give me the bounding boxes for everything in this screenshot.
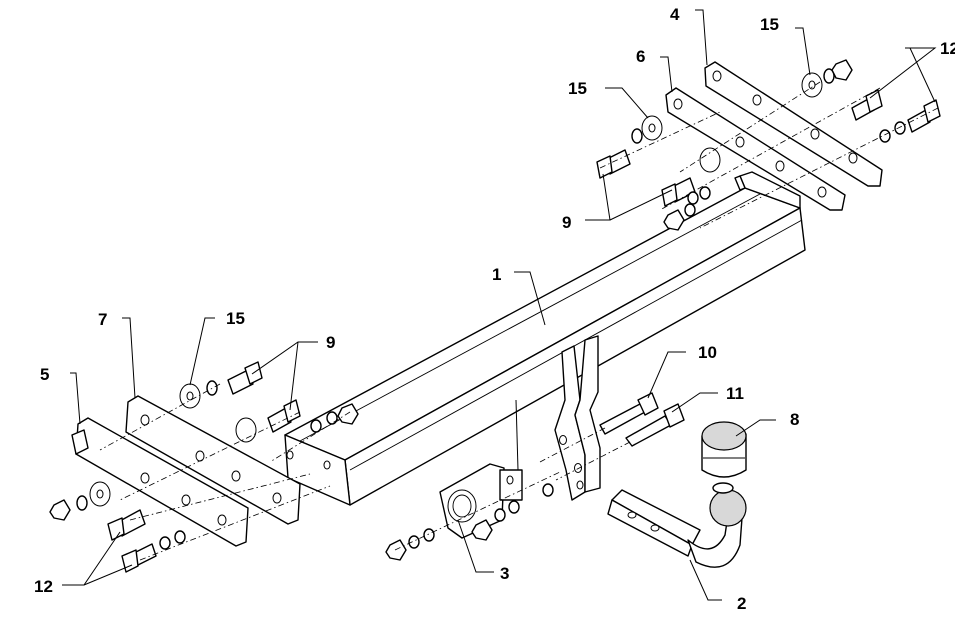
callout-9-left: 9 <box>326 333 335 352</box>
ball-neck <box>607 482 747 568</box>
leader-lines <box>62 9 937 601</box>
callout-12-left: 12 <box>34 577 53 596</box>
bolt-9-right-upper <box>596 149 631 179</box>
callout-8: 8 <box>790 410 799 429</box>
callout-15-mid: 15 <box>568 79 587 98</box>
plate-4 <box>704 61 883 187</box>
plate-6 <box>665 87 846 211</box>
bolt-11 <box>625 403 685 447</box>
bolt-12-right-lower <box>907 99 941 133</box>
callout-15-left: 15 <box>226 309 245 328</box>
callout-labels: 1 2 3 4 5 6 7 8 9 9 10 11 12 12 15 15 15 <box>34 5 955 613</box>
bolt-12-right-upper <box>851 89 883 121</box>
bolt-9-right-lower <box>661 177 696 207</box>
bolt-9-left-upper <box>227 361 263 395</box>
ball-cap <box>701 421 747 478</box>
callout-4: 4 <box>670 5 680 24</box>
callout-6: 6 <box>636 47 645 66</box>
center-bracket <box>554 335 601 501</box>
bolt-12-left-upper <box>107 509 146 541</box>
callout-3: 3 <box>500 564 509 583</box>
callout-5: 5 <box>40 365 49 384</box>
callout-2: 2 <box>737 594 746 613</box>
callout-10: 10 <box>698 343 717 362</box>
bolt-12-left-lower <box>121 543 157 573</box>
washers-and-nuts <box>49 59 906 561</box>
callout-1: 1 <box>492 265 501 284</box>
callout-9-right: 9 <box>562 213 571 232</box>
bolt-9-left-lower <box>267 399 301 433</box>
callout-15-top: 15 <box>760 15 779 34</box>
callout-7: 7 <box>98 310 107 329</box>
plate-7 <box>125 395 301 525</box>
bolt-10 <box>599 392 659 435</box>
callout-12-right: 12 <box>940 39 955 58</box>
callout-11: 11 <box>726 384 744 403</box>
assembly-axes <box>99 81 939 561</box>
